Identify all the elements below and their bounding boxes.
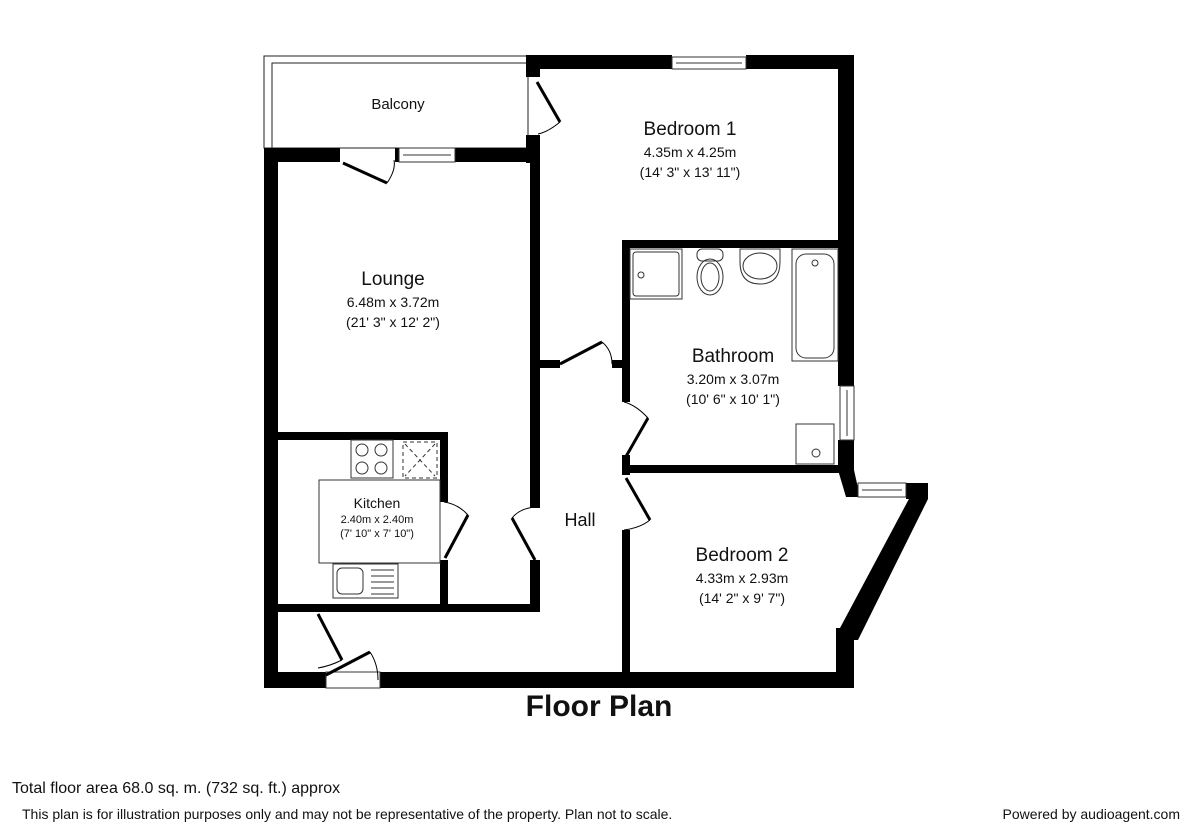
lounge-metric: 6.48m x 3.72m — [346, 294, 440, 310]
bedroom2-imperial: (14' 2" x 9' 7") — [698, 590, 786, 606]
kitchen-fixtures — [318, 439, 441, 599]
plan-title: Floor Plan — [525, 690, 673, 723]
bedroom1-metric: 4.35m x 4.25m — [643, 144, 737, 160]
kitchen-imperial: (7' 10" x 7' 10") — [340, 528, 414, 540]
bathroom-metric: 3.20m x 3.07m — [686, 371, 780, 387]
bedroom2-label: Bedroom 2 — [695, 545, 789, 566]
balcony-label: Balcony — [371, 96, 425, 113]
hall-label: Hall — [564, 510, 596, 530]
bedroom1-label: Bedroom 1 — [643, 119, 737, 140]
bedroom1-imperial: (14' 3" x 13' 11") — [639, 164, 741, 180]
bedroom2-metric: 4.33m x 2.93m — [695, 570, 789, 586]
total-area-text: Total floor area 68.0 sq. m. (732 sq. ft… — [12, 780, 341, 797]
bathroom-fixtures — [629, 248, 839, 465]
kitchen-label: Kitchen — [353, 495, 401, 511]
disclaimer-text: This plan is for illustration purposes o… — [22, 806, 673, 822]
lounge-imperial: (21' 3" x 12' 2") — [346, 314, 440, 330]
windows — [325, 56, 907, 689]
bathroom-imperial: (10' 6" x 10' 1") — [686, 391, 780, 407]
kitchen-metric: 2.40m x 2.40m — [340, 514, 414, 526]
walls — [264, 55, 928, 688]
bathroom-label: Bathroom — [691, 346, 775, 367]
doors — [316, 81, 652, 681]
lounge-label: Lounge — [361, 269, 425, 290]
credit-text: Powered by audioagent.com — [1002, 806, 1180, 822]
